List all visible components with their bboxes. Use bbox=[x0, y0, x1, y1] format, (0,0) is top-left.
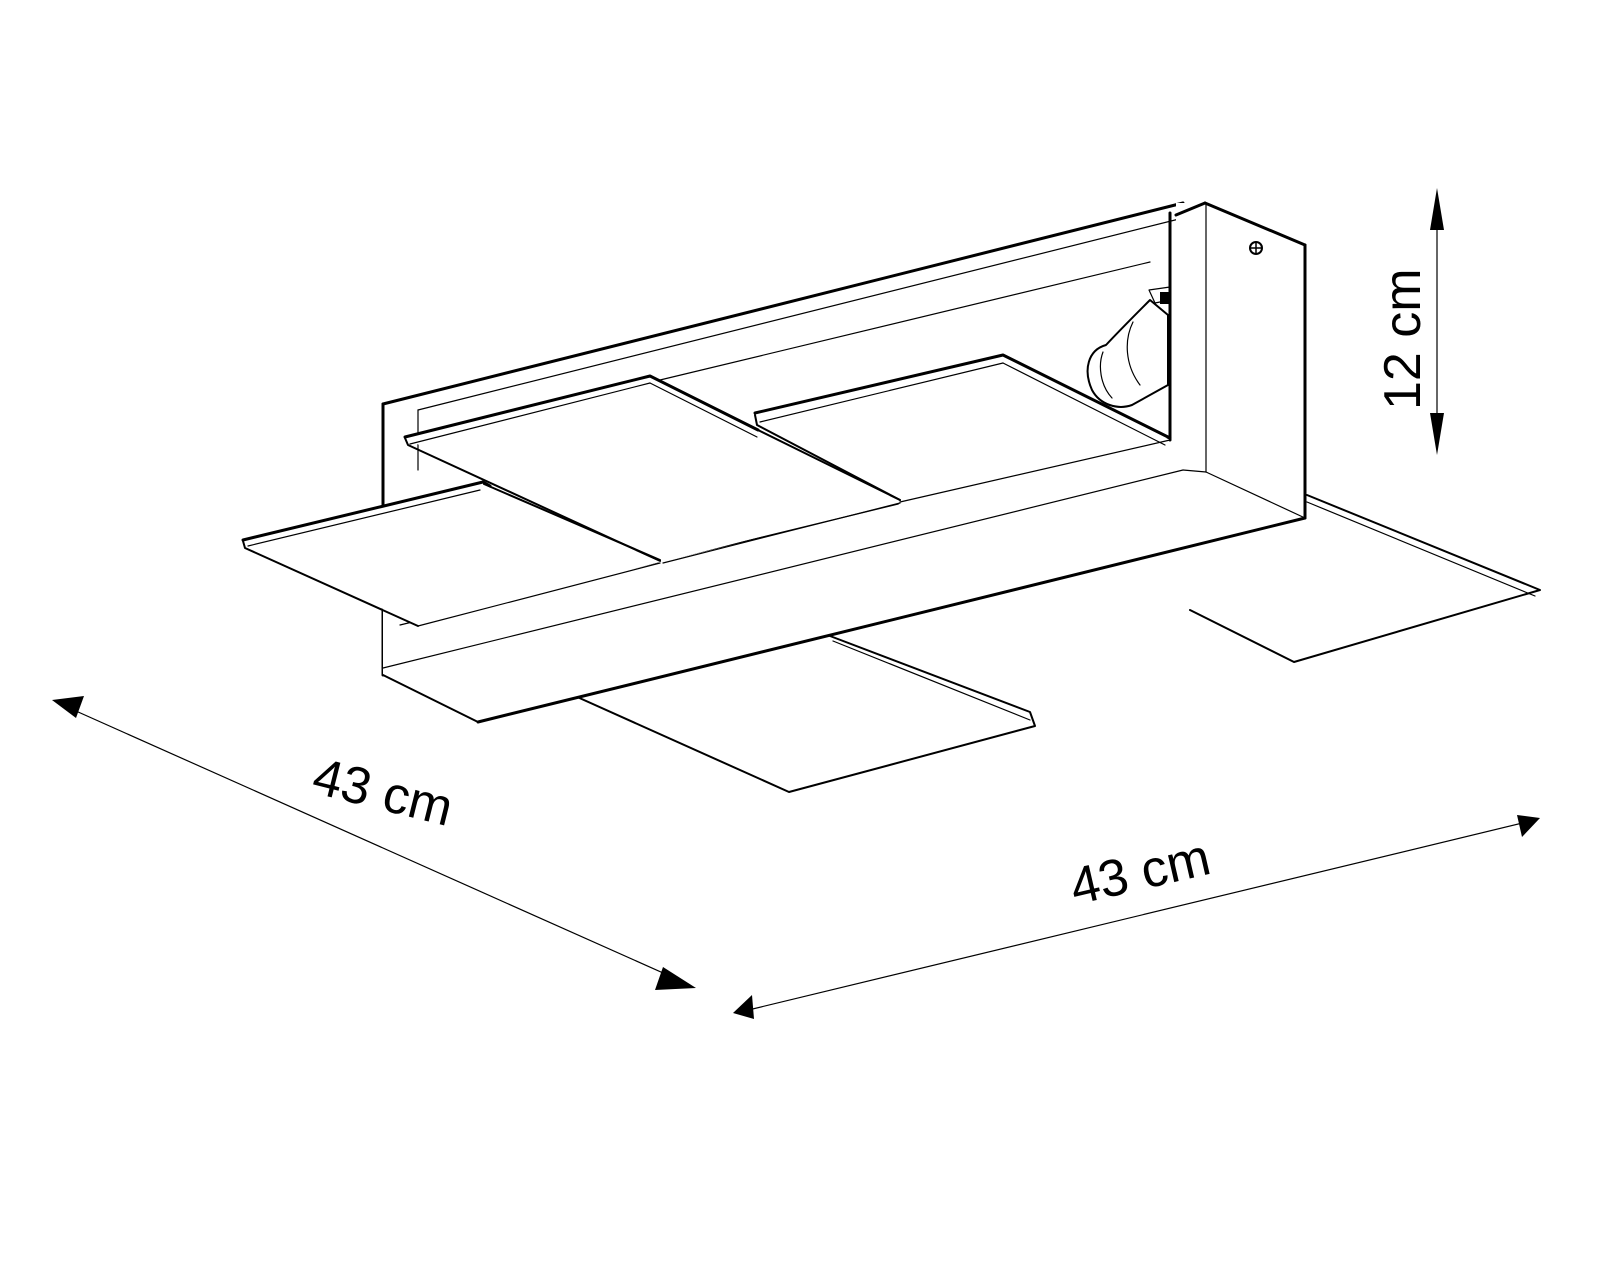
arrow-down-icon bbox=[1430, 413, 1444, 455]
dimension-width: 43 cm bbox=[733, 815, 1540, 1019]
panel-front-bottom bbox=[574, 635, 1036, 793]
arrow-upleft-icon bbox=[52, 696, 84, 718]
dimension-height: 12 cm bbox=[1374, 188, 1444, 455]
frame-right-end bbox=[1168, 201, 1307, 520]
bulb-socket bbox=[1086, 286, 1171, 408]
arrow-up-icon bbox=[1430, 188, 1444, 230]
arrow-upright-icon bbox=[1517, 815, 1540, 837]
panel-top-right bbox=[753, 353, 1172, 505]
screw-icon bbox=[1249, 241, 1263, 255]
width-label: 43 cm bbox=[1065, 828, 1216, 916]
panel-left bbox=[241, 480, 661, 627]
arrow-downright-icon bbox=[655, 967, 696, 990]
dimension-depth: 43 cm bbox=[52, 696, 696, 990]
height-label: 12 cm bbox=[1374, 268, 1432, 410]
panel-top-left bbox=[403, 374, 901, 564]
arrow-downleft-icon bbox=[733, 995, 754, 1019]
lamp-fixture bbox=[241, 201, 1541, 793]
